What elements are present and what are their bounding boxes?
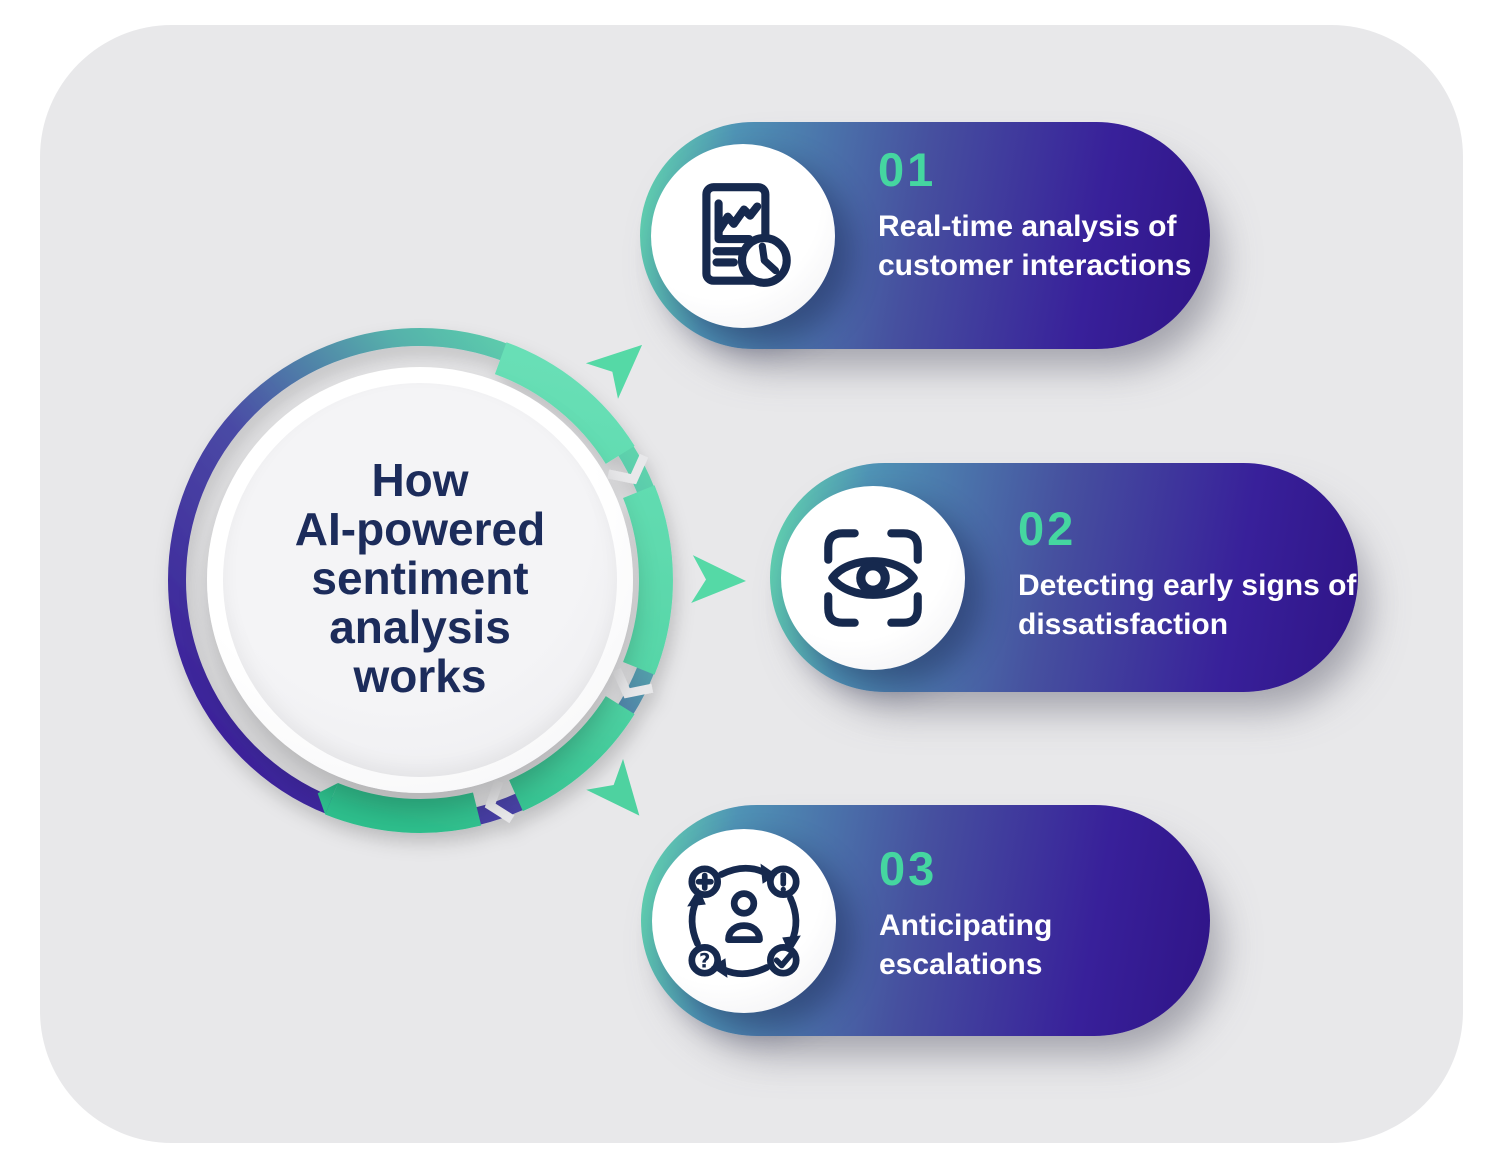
step-text: Anticipating escalations (879, 909, 1053, 981)
main-title-line: sentiment (311, 552, 529, 604)
step-number: 03 (879, 842, 938, 895)
customer-cycle-icon: ? (687, 863, 801, 978)
main-title-line: analysis (329, 601, 511, 653)
step-1-icon-circle (651, 143, 835, 328)
step-card-3: ? 03 Anticipating escalations (641, 805, 1210, 1036)
step-card-2: 02 Detecting early signs of dissatisfact… (770, 463, 1358, 692)
svg-text:?: ? (699, 949, 710, 972)
main-title-line: works (353, 650, 487, 702)
connector-arrow-2 (691, 555, 746, 604)
step-2-icon-circle (781, 485, 965, 670)
report-clock-icon (702, 182, 791, 287)
step-text: Real-time analysis of customer interacti… (878, 210, 1192, 282)
step-2-body: 02 Detecting early signs of dissatisfact… (1018, 505, 1378, 644)
main-title-line: AI-powered (294, 503, 546, 555)
chevron-notches (484, 453, 654, 824)
main-title-line: How (371, 454, 469, 506)
center-circle (207, 367, 633, 793)
connector-arrow-3 (586, 758, 640, 816)
step-number: 02 (1018, 502, 1077, 555)
step-1-body: 01 Real-time analysis of customer intera… (878, 146, 1193, 285)
step-text: Detecting early signs of dissatisfaction (1018, 569, 1357, 641)
step-number: 01 (878, 143, 937, 196)
cycle-ring-graphic (168, 328, 673, 833)
band-end-arrow (317, 783, 338, 815)
step-3-icon-circle: ? (652, 828, 836, 1013)
center-circle-inner (223, 383, 617, 777)
eye-scan-icon (824, 528, 922, 627)
connector-arrow-1 (585, 344, 643, 399)
main-title: How AI-powered sentiment analysis works (230, 456, 610, 701)
chevron-band (325, 342, 673, 833)
step-card-1: 01 Real-time analysis of customer intera… (640, 122, 1210, 349)
step-3-body: 03 Anticipating escalations (879, 845, 1129, 984)
